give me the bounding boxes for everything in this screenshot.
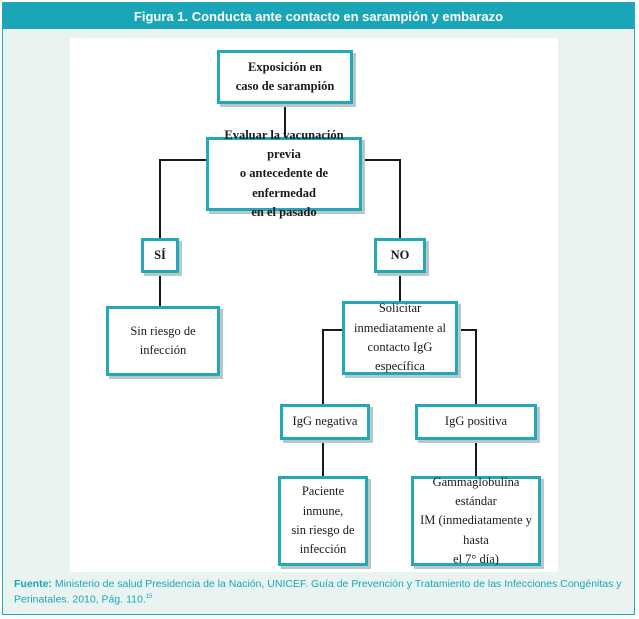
figure-title: Figura 1. Conducta ante contacto en sara…	[3, 3, 634, 29]
node-sin-riesgo: Sin riesgo de infección	[106, 306, 220, 376]
node-gammaglobulina: Gammaglobulina estándar IM (inmediatamen…	[411, 475, 541, 566]
node-paciente-inmune: Paciente inmune, sin riesgo de infección	[278, 476, 368, 566]
node-si: SÍ	[141, 238, 179, 273]
node-no: NO	[374, 238, 426, 273]
node-exposicion: Exposición en caso de sarampión	[217, 50, 353, 104]
node-igg-positiva: IgG positiva	[415, 404, 537, 440]
figure-source: Fuente: Ministerio de salud Presidencia …	[14, 578, 624, 607]
source-label: Fuente:	[14, 578, 52, 590]
node-solicitar: Solicitar inmediatamente al contacto IgG…	[342, 301, 458, 375]
node-igg-negativa: IgG negativa	[280, 404, 370, 440]
node-evaluar: Evaluar la vacunación previa o anteceden…	[206, 128, 362, 219]
source-text: Ministerio de salud Presidencia de la Na…	[14, 578, 622, 606]
source-reference: 15	[145, 594, 153, 600]
